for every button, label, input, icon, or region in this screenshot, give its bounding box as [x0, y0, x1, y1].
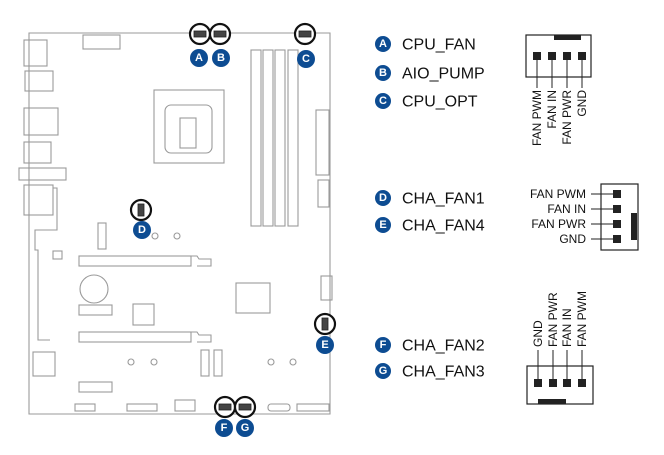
header-d: [129, 198, 153, 222]
header-f: [213, 395, 237, 419]
svg-text:C: C: [379, 95, 387, 107]
svg-text:GND: GND: [531, 320, 545, 347]
legend-item-a: A CPU_FAN: [375, 36, 476, 54]
header-e: [313, 312, 337, 336]
svg-text:CPU_FAN: CPU_FAN: [402, 37, 476, 54]
svg-text:FAN PWR: FAN PWR: [531, 217, 586, 231]
svg-text:CHA_FAN3: CHA_FAN3: [402, 364, 485, 381]
badge-b: B: [212, 49, 230, 67]
badge-c: C: [297, 50, 315, 68]
badge-d: D: [133, 221, 151, 239]
header-a: [188, 22, 212, 46]
badge-a: A: [190, 49, 208, 67]
svg-text:B: B: [379, 67, 387, 79]
svg-text:CPU_OPT: CPU_OPT: [402, 94, 478, 111]
legend: A CPU_FAN B AIO_PUMP C CPU_OPT D CHA_FAN1 E C…: [375, 36, 485, 381]
svg-text:GND: GND: [575, 90, 589, 117]
badge-g: G: [236, 419, 254, 437]
svg-text:FAN IN: FAN IN: [545, 90, 559, 129]
svg-text:F: F: [221, 422, 228, 434]
legend-item-c: C CPU_OPT: [375, 93, 478, 111]
pinout-cha-fan2-3: GND FAN PWR FAN IN FAN PWM: [526, 291, 594, 405]
legend-item-g: G CHA_FAN3: [375, 363, 485, 381]
svg-text:FAN IN: FAN IN: [547, 202, 586, 216]
header-g: [233, 395, 257, 419]
svg-text:FAN IN: FAN IN: [560, 308, 574, 347]
header-c: [293, 22, 317, 46]
svg-text:AIO_PUMP: AIO_PUMP: [402, 66, 485, 83]
svg-text:B: B: [217, 52, 225, 64]
svg-text:D: D: [138, 224, 146, 236]
motherboard-layout: [18, 32, 333, 415]
badge-f: F: [215, 419, 233, 437]
legend-item-d: D CHA_FAN1: [375, 190, 485, 208]
svg-text:CHA_FAN1: CHA_FAN1: [402, 191, 485, 208]
svg-text:E: E: [379, 219, 386, 231]
svg-text:C: C: [302, 53, 310, 65]
badge-e: E: [316, 336, 334, 354]
svg-text:G: G: [379, 365, 388, 377]
svg-text:GND: GND: [559, 232, 586, 246]
svg-text:FAN PWR: FAN PWR: [546, 292, 560, 347]
legend-item-f: F CHA_FAN2: [375, 337, 485, 355]
svg-text:D: D: [379, 192, 387, 204]
svg-text:CHA_FAN2: CHA_FAN2: [402, 338, 485, 355]
svg-text:F: F: [380, 339, 387, 351]
svg-text:CHA_FAN4: CHA_FAN4: [402, 218, 485, 235]
svg-text:FAN PWM: FAN PWM: [530, 187, 586, 201]
legend-item-b: B AIO_PUMP: [375, 65, 485, 83]
legend-item-e: E CHA_FAN4: [375, 217, 485, 235]
svg-text:FAN PWM: FAN PWM: [530, 90, 544, 146]
pinout-cpu: FAN PWM FAN IN FAN PWR GND: [525, 34, 592, 146]
svg-text:FAN PWR: FAN PWR: [560, 90, 574, 145]
svg-text:G: G: [241, 422, 250, 434]
pinout-cha-fan1-4: FAN PWM FAN IN FAN PWR GND: [530, 183, 639, 251]
svg-text:A: A: [195, 52, 203, 64]
svg-text:FAN PWM: FAN PWM: [575, 291, 589, 347]
header-b: [208, 22, 232, 46]
svg-text:A: A: [379, 38, 387, 50]
svg-text:E: E: [321, 339, 328, 351]
